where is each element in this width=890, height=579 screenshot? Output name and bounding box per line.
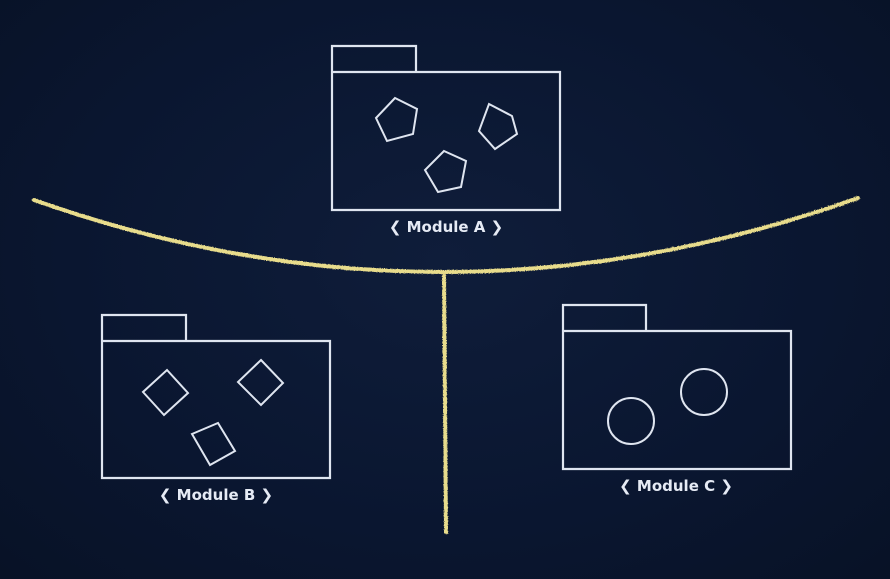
module-a-pentagon-2 (477, 102, 519, 151)
divider-stem (442, 274, 448, 534)
module-a-pentagon-1 (374, 96, 419, 143)
module-a: ❮ Module A ❯ (330, 44, 562, 236)
module-b-square-3 (190, 421, 237, 467)
module-a-folder-icon (330, 44, 562, 212)
module-b-folder-icon (100, 313, 332, 480)
module-b: ❮ Module B ❯ (100, 313, 332, 504)
module-c-folder-icon (561, 303, 793, 471)
divider (32, 196, 860, 534)
divider-arc (32, 196, 860, 274)
module-b-label: ❮ Module B ❯ (159, 486, 273, 504)
module-a-pentagon-3 (423, 149, 468, 194)
module-a-label: ❮ Module A ❯ (389, 218, 503, 236)
module-c-circle-2 (607, 397, 655, 445)
module-c-label: ❮ Module C ❯ (619, 477, 733, 495)
module-b-square-1 (141, 368, 190, 417)
module-c: ❮ Module C ❯ (561, 303, 793, 495)
module-c-circle-1 (680, 368, 728, 416)
module-b-square-2 (236, 358, 285, 407)
